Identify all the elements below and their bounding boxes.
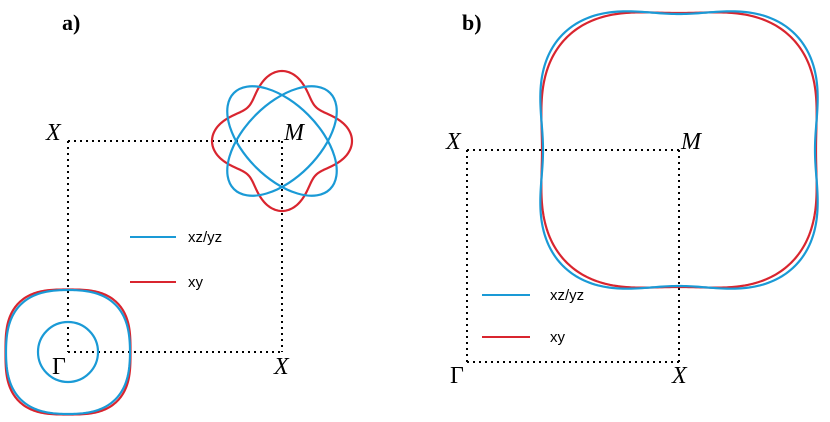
panel-a-legend: xz/yz xy: [130, 229, 222, 291]
panel-b-label-x-bottom: X: [671, 363, 688, 389]
panel-b-label-m: M: [680, 129, 703, 155]
panel-a-label-x-top: X: [45, 120, 62, 146]
panel-a-m-ellipse-2-yz: [226, 85, 338, 197]
panel-a-gamma-inner-pocket: [36, 320, 100, 384]
panel-b-label: b): [462, 10, 482, 35]
panel-b-m-pocket-xz: [539, 10, 819, 290]
panel-b-legend-label-xz: xz/yz: [550, 287, 584, 304]
panel-b-legend-label-xy: xy: [550, 329, 566, 346]
panel-a-legend-label-xy: xy: [188, 274, 204, 291]
panel-a-label-m: M: [283, 120, 306, 146]
panel-a-label: a): [62, 10, 80, 35]
panel-a-legend-label-xz: xz/yz: [188, 229, 222, 246]
panel-b-zone-boundary: [466, 149, 680, 363]
panel-a: a) X M Γ X xz/yz xy: [4, 10, 354, 416]
panel-a-gamma-pocket-xz: [4, 288, 132, 416]
panel-a-m-clover-xy: [210, 69, 354, 213]
panel-b: b) X M Γ X xz/yz xy: [445, 10, 819, 389]
panel-b-label-gamma: Γ: [450, 363, 464, 389]
panel-a-zone-boundary: [67, 140, 283, 353]
panel-b-label-x-top: X: [445, 129, 462, 155]
panel-b-legend: xz/yz xy: [482, 287, 584, 346]
panel-a-m-ellipse-1-xz: [226, 85, 338, 197]
panel-a-label-gamma: Γ: [52, 354, 66, 380]
panel-a-label-x-bottom: X: [273, 354, 290, 380]
